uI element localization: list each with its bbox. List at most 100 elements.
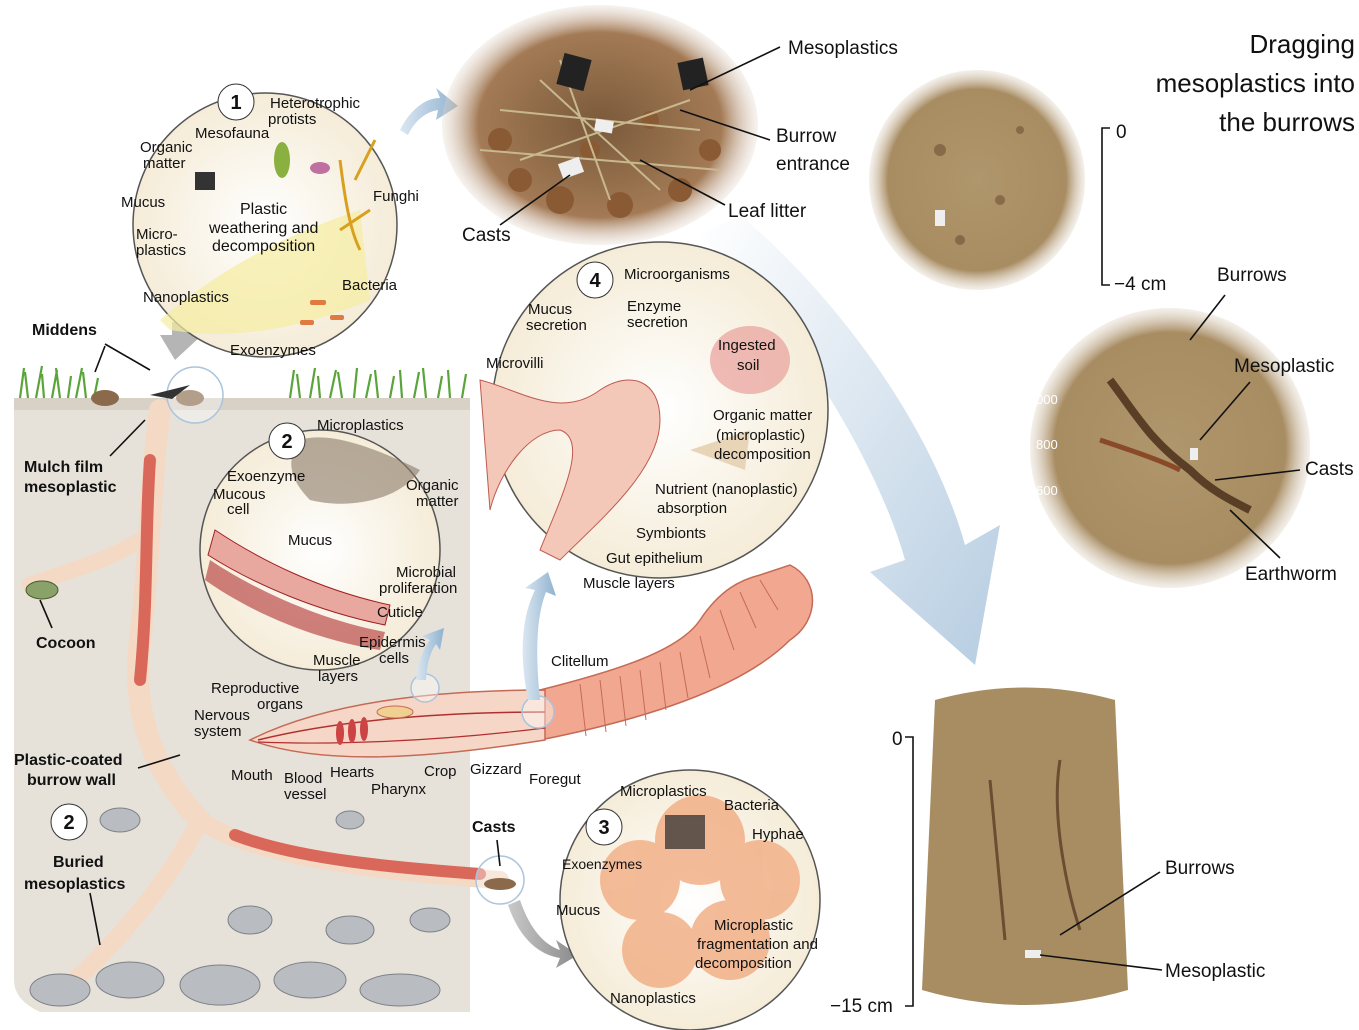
badge-4-num: 4 xyxy=(589,270,601,292)
jar-top-scale-0: 0 xyxy=(1116,122,1127,143)
jar-top xyxy=(869,70,1085,290)
grass xyxy=(20,366,466,398)
c2-cuticle: Cuticle xyxy=(377,604,423,621)
worm-nervous-2: system xyxy=(194,723,242,740)
c4-symbionts: Symbionts xyxy=(636,525,706,542)
jar-mid-beaker-3: 600 xyxy=(1036,483,1058,498)
jar-bottom xyxy=(922,688,1128,1006)
jar-mid-meso: Mesoplastic xyxy=(1234,356,1334,377)
c1-mucus: Mucus xyxy=(121,194,165,211)
c4-om-1: Organic matter xyxy=(713,407,812,424)
jar-top-scale-min: −4 cm xyxy=(1114,274,1166,295)
c3-frag-3: decomposition xyxy=(695,955,792,972)
c3-frag-2: fragmentation and xyxy=(697,936,818,953)
worm-gizzard: Gizzard xyxy=(470,761,522,778)
worm-blood-2: vessel xyxy=(284,786,327,803)
label-mulch-2: mesoplastic xyxy=(24,479,117,496)
jar-mid-worm: Earthworm xyxy=(1245,564,1337,585)
photo-top xyxy=(442,5,758,245)
c4-nut-1: Nutrient (nanoplastic) xyxy=(655,481,798,498)
c4-microorganisms: Microorganisms xyxy=(624,266,730,283)
c4-microvilli: Microvilli xyxy=(486,355,544,372)
c4-enzyme-1: Enzyme xyxy=(627,298,681,315)
c3-hyphae: Hyphae xyxy=(752,826,804,843)
c4-nut-2: absorption xyxy=(657,500,727,517)
c1-micro-1: Micro- xyxy=(136,226,178,243)
c1-organic-1: Organic xyxy=(140,139,193,156)
arrow-worm-to-circle4 xyxy=(523,572,556,700)
worm-blood-1: Blood xyxy=(284,770,322,787)
badge-1-num: 1 xyxy=(230,92,241,114)
label-mesoplastics: Mesoplastics xyxy=(788,38,898,59)
c1-bacteria: Bacteria xyxy=(342,277,398,294)
c2-mucous-2: cell xyxy=(227,501,250,518)
jar-mid-beaker-1: 000 xyxy=(1036,392,1058,407)
worm-clitellum: Clitellum xyxy=(551,653,609,670)
c4-om-3: decomposition xyxy=(714,446,811,463)
c1-funghi: Funghi xyxy=(373,188,419,205)
c3-mucus: Mucus xyxy=(556,902,600,919)
c4-muscle: Muscle layers xyxy=(583,575,675,592)
worm-repro-1: Reproductive xyxy=(211,680,299,697)
c1-plastic-1: Plastic xyxy=(240,201,287,218)
casts-pile xyxy=(484,878,516,890)
c2-microbial-2: proliferation xyxy=(379,580,457,597)
repro-organs xyxy=(377,706,413,718)
jar-mid-burrows: Burrows xyxy=(1217,265,1287,286)
label-middens: Middens xyxy=(32,322,97,339)
c4-enzyme-2: secretion xyxy=(627,314,688,331)
figure-title: Dragging mesoplastics into the burrows xyxy=(1156,29,1355,137)
worm-mouth: Mouth xyxy=(231,767,273,784)
c2-epidermis-1: Epidermis xyxy=(359,634,426,651)
c3-bacteria: Bacteria xyxy=(724,797,780,814)
label-coated-2: burrow wall xyxy=(27,772,116,789)
title-line-3: the burrows xyxy=(1219,107,1355,137)
label-buried-2: mesoplastics xyxy=(24,876,125,893)
badge-3-num: 3 xyxy=(598,817,609,839)
c2-mucus: Mucus xyxy=(288,532,332,549)
c1-hetero-2: protists xyxy=(268,111,316,128)
cocoon-shape xyxy=(26,581,58,599)
c3-exo: Exoenzymes xyxy=(562,856,642,872)
c1-nano: Nanoplastics xyxy=(143,289,229,306)
c3-nano: Nanoplastics xyxy=(610,990,696,1007)
midden-left xyxy=(91,390,119,406)
badge-2-num: 2 xyxy=(281,431,292,453)
worm-foregut: Foregut xyxy=(529,771,582,788)
c1-hetero-1: Heterotrophic xyxy=(270,95,361,112)
label-casts-soil: Casts xyxy=(472,819,516,836)
c3-frag-1: Microplastic xyxy=(714,917,794,934)
c4-ingested-1: Ingested xyxy=(718,337,776,354)
c2-muscle-1: Muscle xyxy=(313,652,361,669)
c2-epidermis-2: cells xyxy=(379,650,409,667)
c1-plastic-3: decomposition xyxy=(212,238,315,255)
c2-microplastics: Microplastics xyxy=(317,417,404,434)
c1-exo: Exoenzymes xyxy=(230,342,316,359)
label-leaf-litter: Leaf litter xyxy=(728,201,807,222)
worm-hearts: Hearts xyxy=(330,764,374,781)
c3-microplastics: Microplastics xyxy=(620,783,707,800)
jar-bot-scale-0: 0 xyxy=(892,729,903,750)
jar-bot-meso: Mesoplastic xyxy=(1165,961,1265,982)
c2-organic-1: Organic xyxy=(406,477,459,494)
label-burrow-2: entrance xyxy=(776,154,850,175)
label-casts-photo: Casts xyxy=(462,225,511,246)
worm-nervous-1: Nervous xyxy=(194,707,250,724)
c4-mucus-2: secretion xyxy=(526,317,587,334)
jar-mid-beaker-2: 800 xyxy=(1036,437,1058,452)
badge-2-buried-num: 2 xyxy=(63,812,74,834)
label-coated-1: Plastic-coated xyxy=(14,752,122,769)
label-mulch-1: Mulch film xyxy=(24,459,103,476)
title-line-1: Dragging xyxy=(1249,29,1355,59)
c4-mucus-1: Mucus xyxy=(528,301,572,318)
c4-ingested-2: soil xyxy=(737,357,760,374)
c2-organic-2: matter xyxy=(416,493,459,510)
label-cocoon: Cocoon xyxy=(36,635,96,652)
worm-repro-2: organs xyxy=(257,696,303,713)
worm-pharynx: Pharynx xyxy=(371,781,427,798)
c1-organic-2: matter xyxy=(143,155,186,172)
title-line-2: mesoplastics into xyxy=(1156,68,1355,98)
worm-bubble-2 xyxy=(522,696,554,728)
c1-plastic-2: weathering and xyxy=(208,220,318,237)
